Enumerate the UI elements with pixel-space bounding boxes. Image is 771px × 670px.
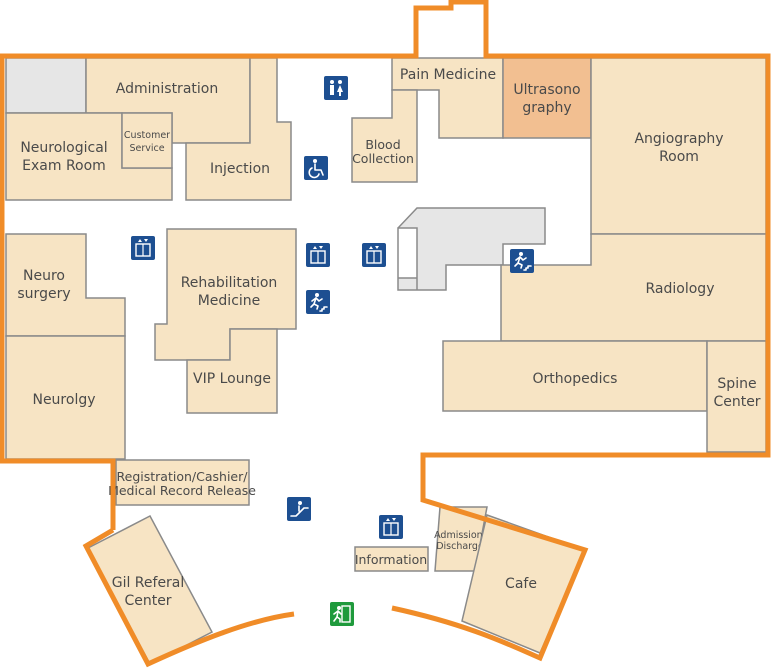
- room-neurological-exam-label-2: Exam Room: [22, 158, 106, 174]
- room-injection-label: Injection: [210, 161, 270, 177]
- room-gil-referral-label-2: Center: [124, 593, 171, 609]
- emergency-exit-icon[interactable]: [330, 602, 354, 626]
- room-registration[interactable]: [115, 459, 250, 506]
- elevator-icon[interactable]: [306, 243, 330, 267]
- room-injection[interactable]: [185, 57, 292, 201]
- room-admission-discharge-label-2: Discharge: [436, 541, 484, 552]
- room-radiology-label: Radiology: [646, 281, 715, 297]
- room-neurosurgery-label: Neuro: [23, 268, 65, 284]
- room-ultrasonography-label: Ultrasono: [513, 82, 580, 98]
- elevator-icon[interactable]: [379, 515, 403, 539]
- room-neurological-exam-label: Neurological: [20, 140, 107, 156]
- room-rehabilitation-label: Rehabilitation: [181, 275, 278, 291]
- room-administration-label: Administration: [116, 81, 218, 97]
- room-customer-service-label-2: Service: [129, 143, 164, 154]
- room-cafe-label: Cafe: [505, 576, 537, 592]
- room-information-label: Information: [355, 552, 427, 567]
- room-angiography-label: Angiography: [634, 131, 723, 147]
- storage-area: [5, 57, 87, 114]
- room-gil-referral-label: Gil Referal: [112, 575, 185, 591]
- room-rehabilitation-label-2: Medicine: [198, 293, 261, 309]
- room-spine-center-label-2: Center: [713, 394, 760, 410]
- elevator-icon[interactable]: [131, 236, 155, 260]
- room-spine-center[interactable]: [706, 340, 767, 453]
- room-customer-service-label: Customer: [124, 130, 170, 141]
- room-ultrasonography-label-2: graphy: [522, 100, 571, 116]
- emergency-stairs-icon[interactable]: [510, 249, 534, 273]
- escalator-icon[interactable]: [287, 497, 311, 521]
- room-neurology-label: Neurolgy: [32, 392, 95, 408]
- room-blood-collection-label: Blood: [365, 137, 400, 152]
- elevator-icon[interactable]: [362, 243, 386, 267]
- room-customer-service[interactable]: [121, 112, 173, 169]
- room-angiography-label-2: Room: [659, 149, 699, 165]
- room-registration-label: Registration/Cashier/: [117, 469, 249, 484]
- restroom-icon[interactable]: [324, 76, 348, 100]
- elevator-core: [397, 207, 546, 291]
- room-neurosurgery[interactable]: [5, 233, 126, 337]
- room-ultrasonography[interactable]: [502, 57, 592, 139]
- room-pain-medicine-label: Pain Medicine: [400, 67, 496, 83]
- room-orthopedics-label: Orthopedics: [533, 371, 618, 387]
- room-admission-discharge-label: Admission/: [434, 530, 487, 541]
- room-vip-lounge[interactable]: [186, 328, 278, 414]
- room-neurosurgery-label-2: surgery: [17, 286, 70, 302]
- outer-wall-south: [82, 527, 295, 668]
- emergency-stairs-icon[interactable]: [306, 290, 330, 314]
- wheelchair-icon[interactable]: [304, 156, 328, 180]
- room-blood-collection-label-2: Collection: [352, 151, 414, 166]
- room-registration-label-2: Medical Record Release: [108, 483, 256, 498]
- room-vip-lounge-label: VIP Lounge: [193, 371, 271, 387]
- room-spine-center-label: Spine: [717, 376, 756, 392]
- room-blood-collection[interactable]: [351, 89, 418, 183]
- room-information[interactable]: [354, 546, 429, 572]
- room-radiology[interactable]: [500, 233, 767, 342]
- room-orthopedics[interactable]: [442, 340, 708, 412]
